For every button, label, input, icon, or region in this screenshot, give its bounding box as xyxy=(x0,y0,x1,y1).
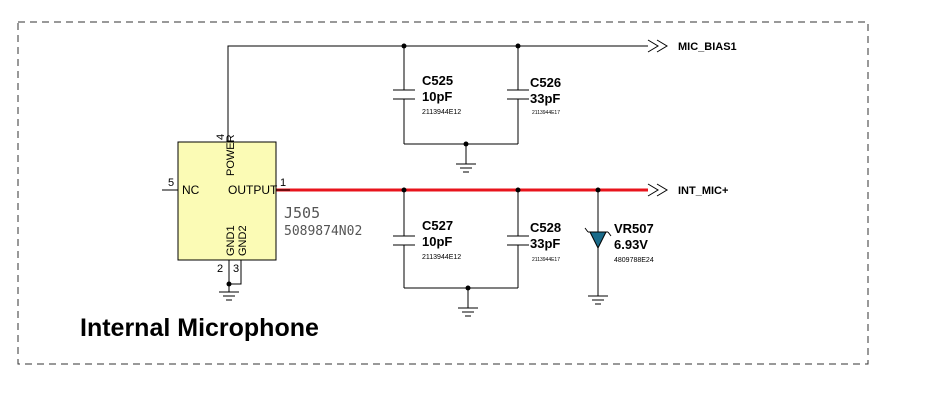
cap-c526-part: 2113944E17 xyxy=(532,110,560,116)
pin-number-nc: 5 xyxy=(168,177,174,189)
cap-c525-part: 2113944E12 xyxy=(422,109,461,116)
pin-number-gnd1: 2 xyxy=(217,263,223,275)
connector-ref: J505 xyxy=(284,204,320,222)
cap-c527-ref: C527 xyxy=(422,218,453,233)
cap-c526-ref: C526 xyxy=(530,75,561,90)
cap-c528-ref: C528 xyxy=(530,220,561,235)
cap-c525-ref: C525 xyxy=(422,73,453,88)
zener-diode-vr507-symbol xyxy=(584,190,612,305)
pin-number-power: 4 xyxy=(215,134,227,140)
pin-number-gnd2: 3 xyxy=(233,263,239,275)
cap-c527-part: 2113944E12 xyxy=(422,254,461,261)
pin-label-gnd1: GND1 xyxy=(225,225,237,256)
int-mic-net xyxy=(276,183,668,317)
net-label-mic-bias: MIC_BIAS1 xyxy=(678,41,737,53)
pin-label-output: OUTPUT xyxy=(228,183,278,197)
diode-vr507-ref: VR507 xyxy=(614,221,654,236)
pin-label-gnd2: GND2 xyxy=(237,225,249,256)
net-label-int-mic: INT_MIC+ xyxy=(678,185,728,197)
pin-label-nc: NC xyxy=(182,183,200,197)
cap-c528-part: 2113944E17 xyxy=(532,257,560,263)
cap-c528-value: 33pF xyxy=(530,236,560,251)
connector-j505 xyxy=(162,141,290,301)
connector-part-number: 5089874N02 xyxy=(284,224,362,239)
cap-c526-value: 33pF xyxy=(530,91,560,106)
cap-c525-value: 10pF xyxy=(422,89,452,104)
block-border xyxy=(17,21,869,365)
diagram-title: Internal Microphone xyxy=(80,314,319,342)
pin-label-power: POWER xyxy=(225,134,237,176)
mic-bias-net xyxy=(227,39,668,173)
cap-c527-value: 10pF xyxy=(422,234,452,249)
diode-vr507-part: 4809788E24 xyxy=(614,257,654,264)
pin-number-output: 1 xyxy=(280,177,286,189)
diode-vr507-value: 6.93V xyxy=(614,237,648,252)
